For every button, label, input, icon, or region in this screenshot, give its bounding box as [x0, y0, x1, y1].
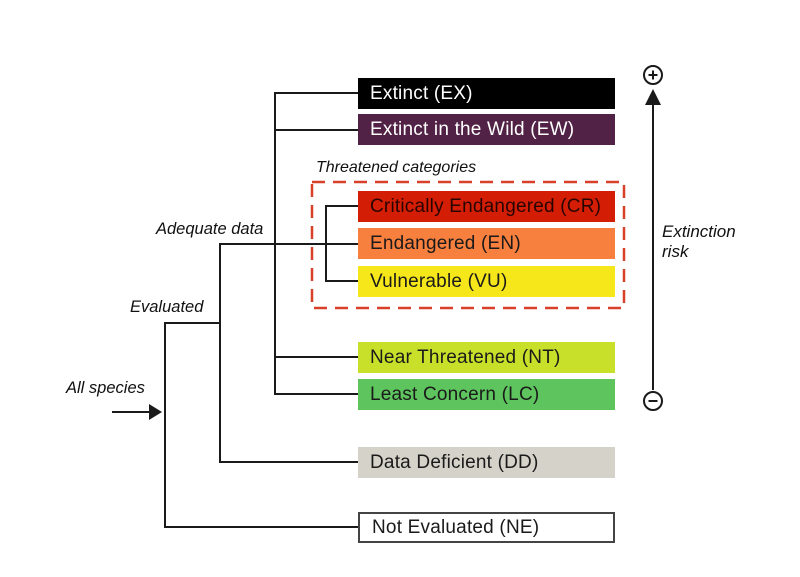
all-species-label: All species [66, 379, 145, 397]
branch-line-data-deficient [219, 461, 358, 463]
extinction-risk-arrowhead-icon [645, 89, 661, 105]
category-label-near-threatened: Near Threatened (NT) [370, 346, 561, 368]
extinction-risk-label: Extinction risk [662, 222, 736, 262]
minus-circle-icon [643, 391, 663, 411]
category-box-data-deficient: Data Deficient (DD) [358, 447, 615, 478]
evaluated-trunk-line [164, 322, 166, 528]
category-box-least-concern: Least Concern (LC) [358, 379, 615, 410]
category-box-endangered: Endangered (EN) [358, 228, 615, 259]
threatened-bracket-line [325, 205, 327, 282]
threatened-categories-label: Threatened categories [316, 159, 477, 176]
branch-line-vulnerable [325, 280, 358, 282]
category-label-least-concern: Least Concern (LC) [370, 383, 540, 405]
extinction-risk-axis-line [652, 102, 654, 390]
adequate-data-upper-trunk-line [274, 92, 276, 395]
extinction-risk-label-line2: risk [662, 242, 689, 261]
plus-circle-icon [643, 65, 663, 85]
category-label-data-deficient: Data Deficient (DD) [370, 451, 539, 473]
evaluated-to-adequate-connector [164, 322, 221, 324]
all-species-arrowhead-icon [149, 404, 162, 420]
adequate-data-trunk-line [219, 243, 221, 463]
branch-line-least-concern [274, 393, 358, 395]
threatened-dashed-rect [310, 180, 626, 310]
branch-line-critically-endangered [325, 205, 358, 207]
branch-line-endangered [219, 243, 358, 245]
extinction-risk-label-line1: Extinction [662, 222, 736, 241]
category-box-vulnerable: Vulnerable (VU) [358, 266, 615, 297]
branch-line-not-evaluated [164, 526, 358, 528]
branch-line-extinct-in-wild [274, 129, 358, 131]
category-label-not-evaluated: Not Evaluated (NE) [372, 516, 540, 538]
category-box-near-threatened: Near Threatened (NT) [358, 342, 615, 373]
category-label-endangered: Endangered (EN) [370, 232, 521, 254]
category-label-extinct: Extinct (EX) [370, 82, 473, 104]
category-label-vulnerable: Vulnerable (VU) [370, 270, 508, 292]
threatened-dashed-border [310, 180, 626, 310]
branch-line-near-threatened [274, 356, 358, 358]
branch-line-extinct [274, 92, 358, 94]
category-box-extinct-in-wild: Extinct in the Wild (EW) [358, 114, 615, 145]
evaluated-label: Evaluated [130, 298, 204, 316]
category-box-critically-endangered: Critically Endangered (CR) [358, 191, 615, 222]
category-box-not-evaluated: Not Evaluated (NE) [358, 512, 615, 543]
category-label-extinct-in-wild: Extinct in the Wild (EW) [370, 118, 575, 140]
adequate-data-label: Adequate data [156, 220, 264, 238]
all-species-arrow-shaft [112, 411, 150, 413]
category-box-extinct: Extinct (EX) [358, 78, 615, 109]
category-label-critically-endangered: Critically Endangered (CR) [370, 195, 602, 217]
